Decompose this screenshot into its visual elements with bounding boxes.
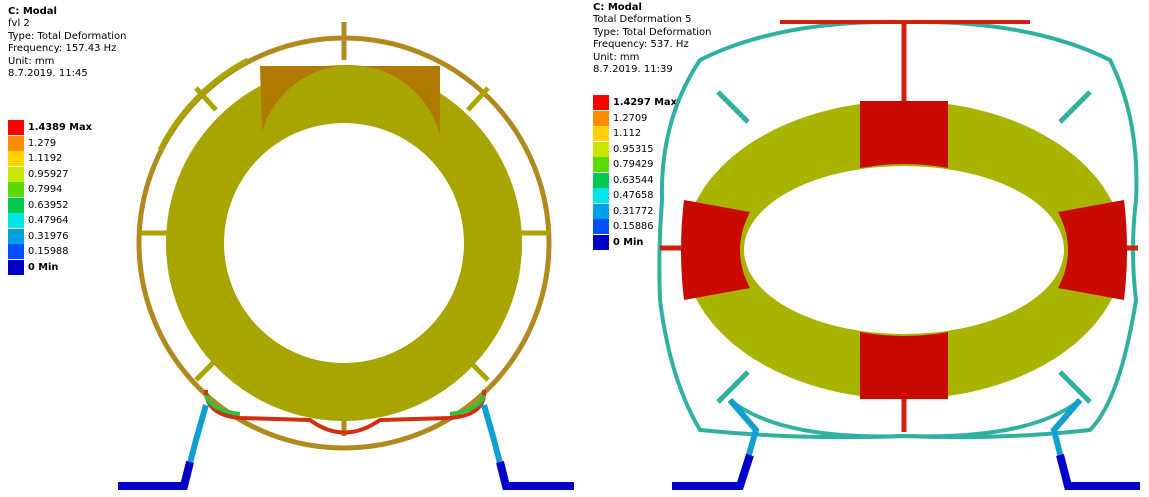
right-header-line: Total Deformation 5 [593, 14, 692, 26]
left-legend-row: 1.279 [8, 135, 128, 151]
left-header-line: Frequency: 157.43 Hz [8, 43, 117, 55]
left-result-header: C: Modal fvl 2 Type: Total Deformation F… [8, 6, 127, 80]
right-header-line: Frequency: 537. Hz [593, 39, 689, 51]
left-legend-swatch [8, 166, 24, 182]
right-legend-swatch [593, 172, 609, 188]
left-legend-swatch [8, 244, 24, 259]
right-legend-swatch [593, 110, 609, 126]
right-legend-row: 0.47658 [593, 188, 713, 203]
right-legend-row: 0 Min [593, 234, 713, 250]
right-legend-swatch [593, 234, 609, 250]
right-legend-swatch [593, 219, 609, 234]
left-legend-label: 0.15988 [28, 246, 69, 257]
left-result-panel: C: Modal fvl 2 Type: Total Deformation F… [8, 6, 574, 490]
right-legend-swatch [593, 141, 609, 157]
left-legend-swatch [8, 151, 24, 166]
left-legend-label: 1.279 [28, 137, 57, 149]
left-header-line: fvl 2 [8, 18, 30, 30]
right-header-line: Type: Total Deformation [593, 26, 712, 38]
left-legend-swatch [8, 135, 24, 151]
left-legend-row: 0.7994 [8, 182, 128, 197]
right-header-line: C: Modal [593, 2, 642, 13]
right-header-line: Unit: mm [593, 51, 640, 63]
left-legend-label: 0 Min [28, 261, 59, 273]
left-legend-label: 1.1192 [28, 153, 63, 164]
left-legend-swatch [8, 259, 24, 275]
left-legend-row: 0.31976 [8, 228, 128, 244]
left-legend-label: 0.95927 [28, 168, 69, 180]
right-header-line: 8.7.2019. 11:39 [593, 64, 673, 76]
left-legend-row: 0.95927 [8, 166, 128, 182]
left-legend-row: 1.4389 Max [8, 120, 128, 135]
left-header-line: C: Modal [8, 6, 57, 17]
right-legend-label: 0.63544 [613, 174, 654, 186]
right-legend-label: 0.15886 [613, 221, 654, 232]
left-header-line: Type: Total Deformation [8, 30, 127, 42]
right-legend-swatch [593, 203, 609, 219]
right-legend-label: 0.79429 [613, 159, 654, 170]
left-legend-row: 0.47964 [8, 213, 128, 228]
left-legend-row: 0.15988 [8, 244, 128, 259]
left-main-ring [166, 65, 522, 421]
right-legend-label: 0.95315 [613, 143, 654, 155]
left-deformation-plot [118, 22, 574, 490]
right-deformation-plot [657, 19, 1140, 490]
right-legend-row: 1.4297 Max [593, 95, 713, 110]
left-header-line: 8.7.2019. 11:45 [8, 68, 88, 80]
left-legend-row: 1.1192 [8, 151, 128, 166]
right-legend-swatch [593, 95, 609, 110]
right-result-panel: C: Modal Total Deformation 5 Type: Total… [580, 0, 1149, 497]
right-legend-row: 0.31772 [593, 203, 713, 219]
right-legend-row: 0.95315 [593, 141, 713, 157]
left-legend-swatch [8, 213, 24, 228]
left-legend-swatch [8, 120, 24, 135]
left-header-line: Unit: mm [8, 55, 55, 67]
left-legend-swatch [8, 228, 24, 244]
left-legend-row: 0 Min [8, 259, 128, 275]
left-legend-label: 0.47964 [28, 215, 69, 226]
left-legend-label: 0.31976 [28, 230, 69, 242]
left-legend-row: 0.63952 [8, 197, 128, 213]
right-legend-row: 0.63544 [593, 172, 713, 188]
right-result-header: C: Modal Total Deformation 5 Type: Total… [593, 2, 712, 76]
left-legend-swatch [8, 182, 24, 197]
right-legend-row: 0.79429 [593, 157, 713, 172]
right-legend-row: 0.15886 [593, 219, 713, 234]
right-legend-label: 0.31772 [613, 205, 654, 217]
right-outer-frame [657, 19, 1139, 440]
right-legend-row: 1.112 [593, 126, 713, 141]
right-legend-swatch [593, 126, 609, 141]
right-legend-label: 1.112 [613, 128, 642, 139]
right-legend-label: 1.2709 [613, 112, 648, 124]
right-legend-swatch [593, 157, 609, 172]
left-legend-label: 0.7994 [28, 184, 63, 195]
left-legend-swatch [8, 197, 24, 213]
right-legend-label: 0.47658 [613, 190, 654, 201]
left-legend-label: 1.4389 Max [28, 122, 92, 133]
right-legend-label: 0 Min [613, 236, 644, 248]
left-legend-label: 0.63952 [28, 199, 69, 211]
right-legend-swatch [593, 188, 609, 203]
right-legend-label: 1.4297 Max [613, 97, 677, 108]
right-legend-row: 1.2709 [593, 110, 713, 126]
